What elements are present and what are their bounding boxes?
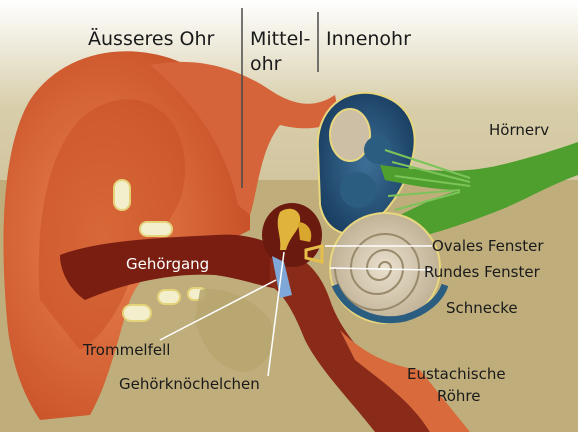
cartilage-2 [140,222,172,236]
label-middle-ear-line2: ohr [250,54,281,76]
vestibule-sac-2 [340,172,376,208]
label-eustachian-tube-line1: Eustachische [407,366,506,383]
label-inner-ear: Innenohr [326,29,411,51]
cartilage-4 [158,290,180,304]
label-ear-canal: Gehörgang [126,256,209,273]
label-round-window: Rundes Fenster [424,264,540,281]
label-auditory-nerve: Hörnerv [489,122,549,139]
label-outer-ear: Äusseres Ohr [88,29,214,51]
canal-loop [330,109,370,161]
label-ossicles: Gehörknöchelchen [119,376,260,393]
label-eardrum: Trommelfell [83,342,170,359]
label-eustachian-tube-line2: Röhre [437,388,481,405]
label-oval-window: Ovales Fenster [432,238,544,255]
label-middle-ear-line1: Mittel- [250,29,310,51]
cartilage-3 [123,305,151,321]
cartilage-1 [114,180,130,210]
label-cochlea: Schnecke [446,300,518,317]
